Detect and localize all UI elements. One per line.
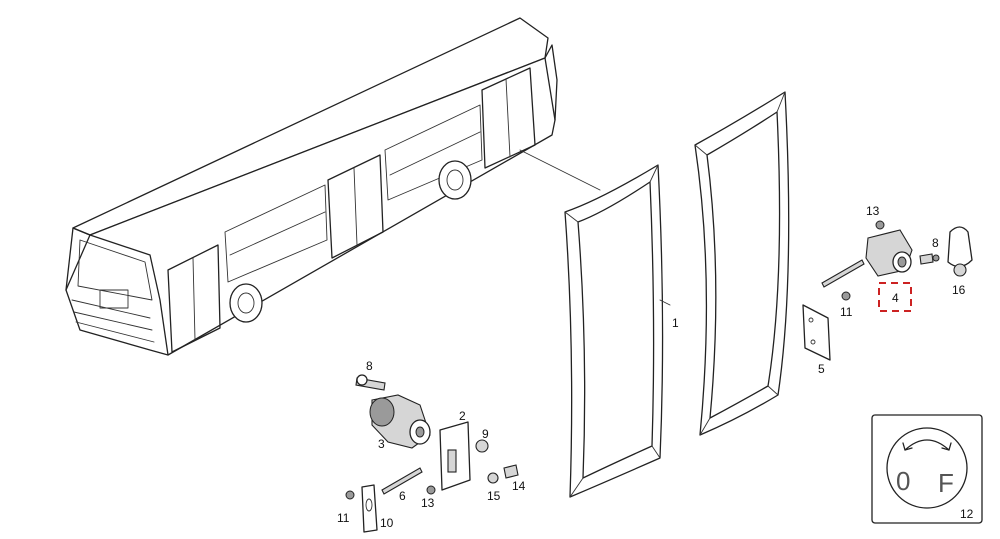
door-frame — [694, 91, 790, 436]
upper-lock-assembly — [802, 220, 973, 361]
lower-lock-assembly — [345, 374, 519, 533]
callout-8-upper: 8 — [932, 236, 939, 250]
callout-11-upper: 11 — [840, 305, 853, 319]
callout-8-lower: 8 — [366, 359, 373, 373]
callout-2: 2 — [459, 409, 466, 423]
door-leaf — [564, 164, 671, 498]
key-switch-icon: 0 F — [871, 414, 983, 524]
callout-9: 9 — [482, 427, 489, 441]
callout-16: 16 — [952, 283, 966, 297]
callout-6: 6 — [399, 489, 406, 503]
bus-illustration — [65, 17, 601, 356]
switch-label-left: 0 — [896, 466, 910, 496]
switch-label-right: F — [938, 468, 954, 498]
callout-15: 15 — [487, 489, 501, 503]
callout-1: 1 — [672, 316, 679, 330]
callout-labels: 1 2 3 4 5 6 8 8 9 10 11 11 12 13 13 14 1… — [337, 204, 974, 530]
callout-3: 3 — [378, 437, 385, 451]
callout-13-lower: 13 — [421, 496, 435, 510]
callout-14: 14 — [512, 479, 526, 493]
callout-13-upper: 13 — [866, 204, 880, 218]
callout-4: 4 — [892, 291, 899, 305]
callout-12: 12 — [960, 507, 974, 521]
callout-5: 5 — [818, 362, 825, 376]
callout-11-lower: 11 — [337, 511, 350, 525]
callout-10: 10 — [380, 516, 394, 530]
